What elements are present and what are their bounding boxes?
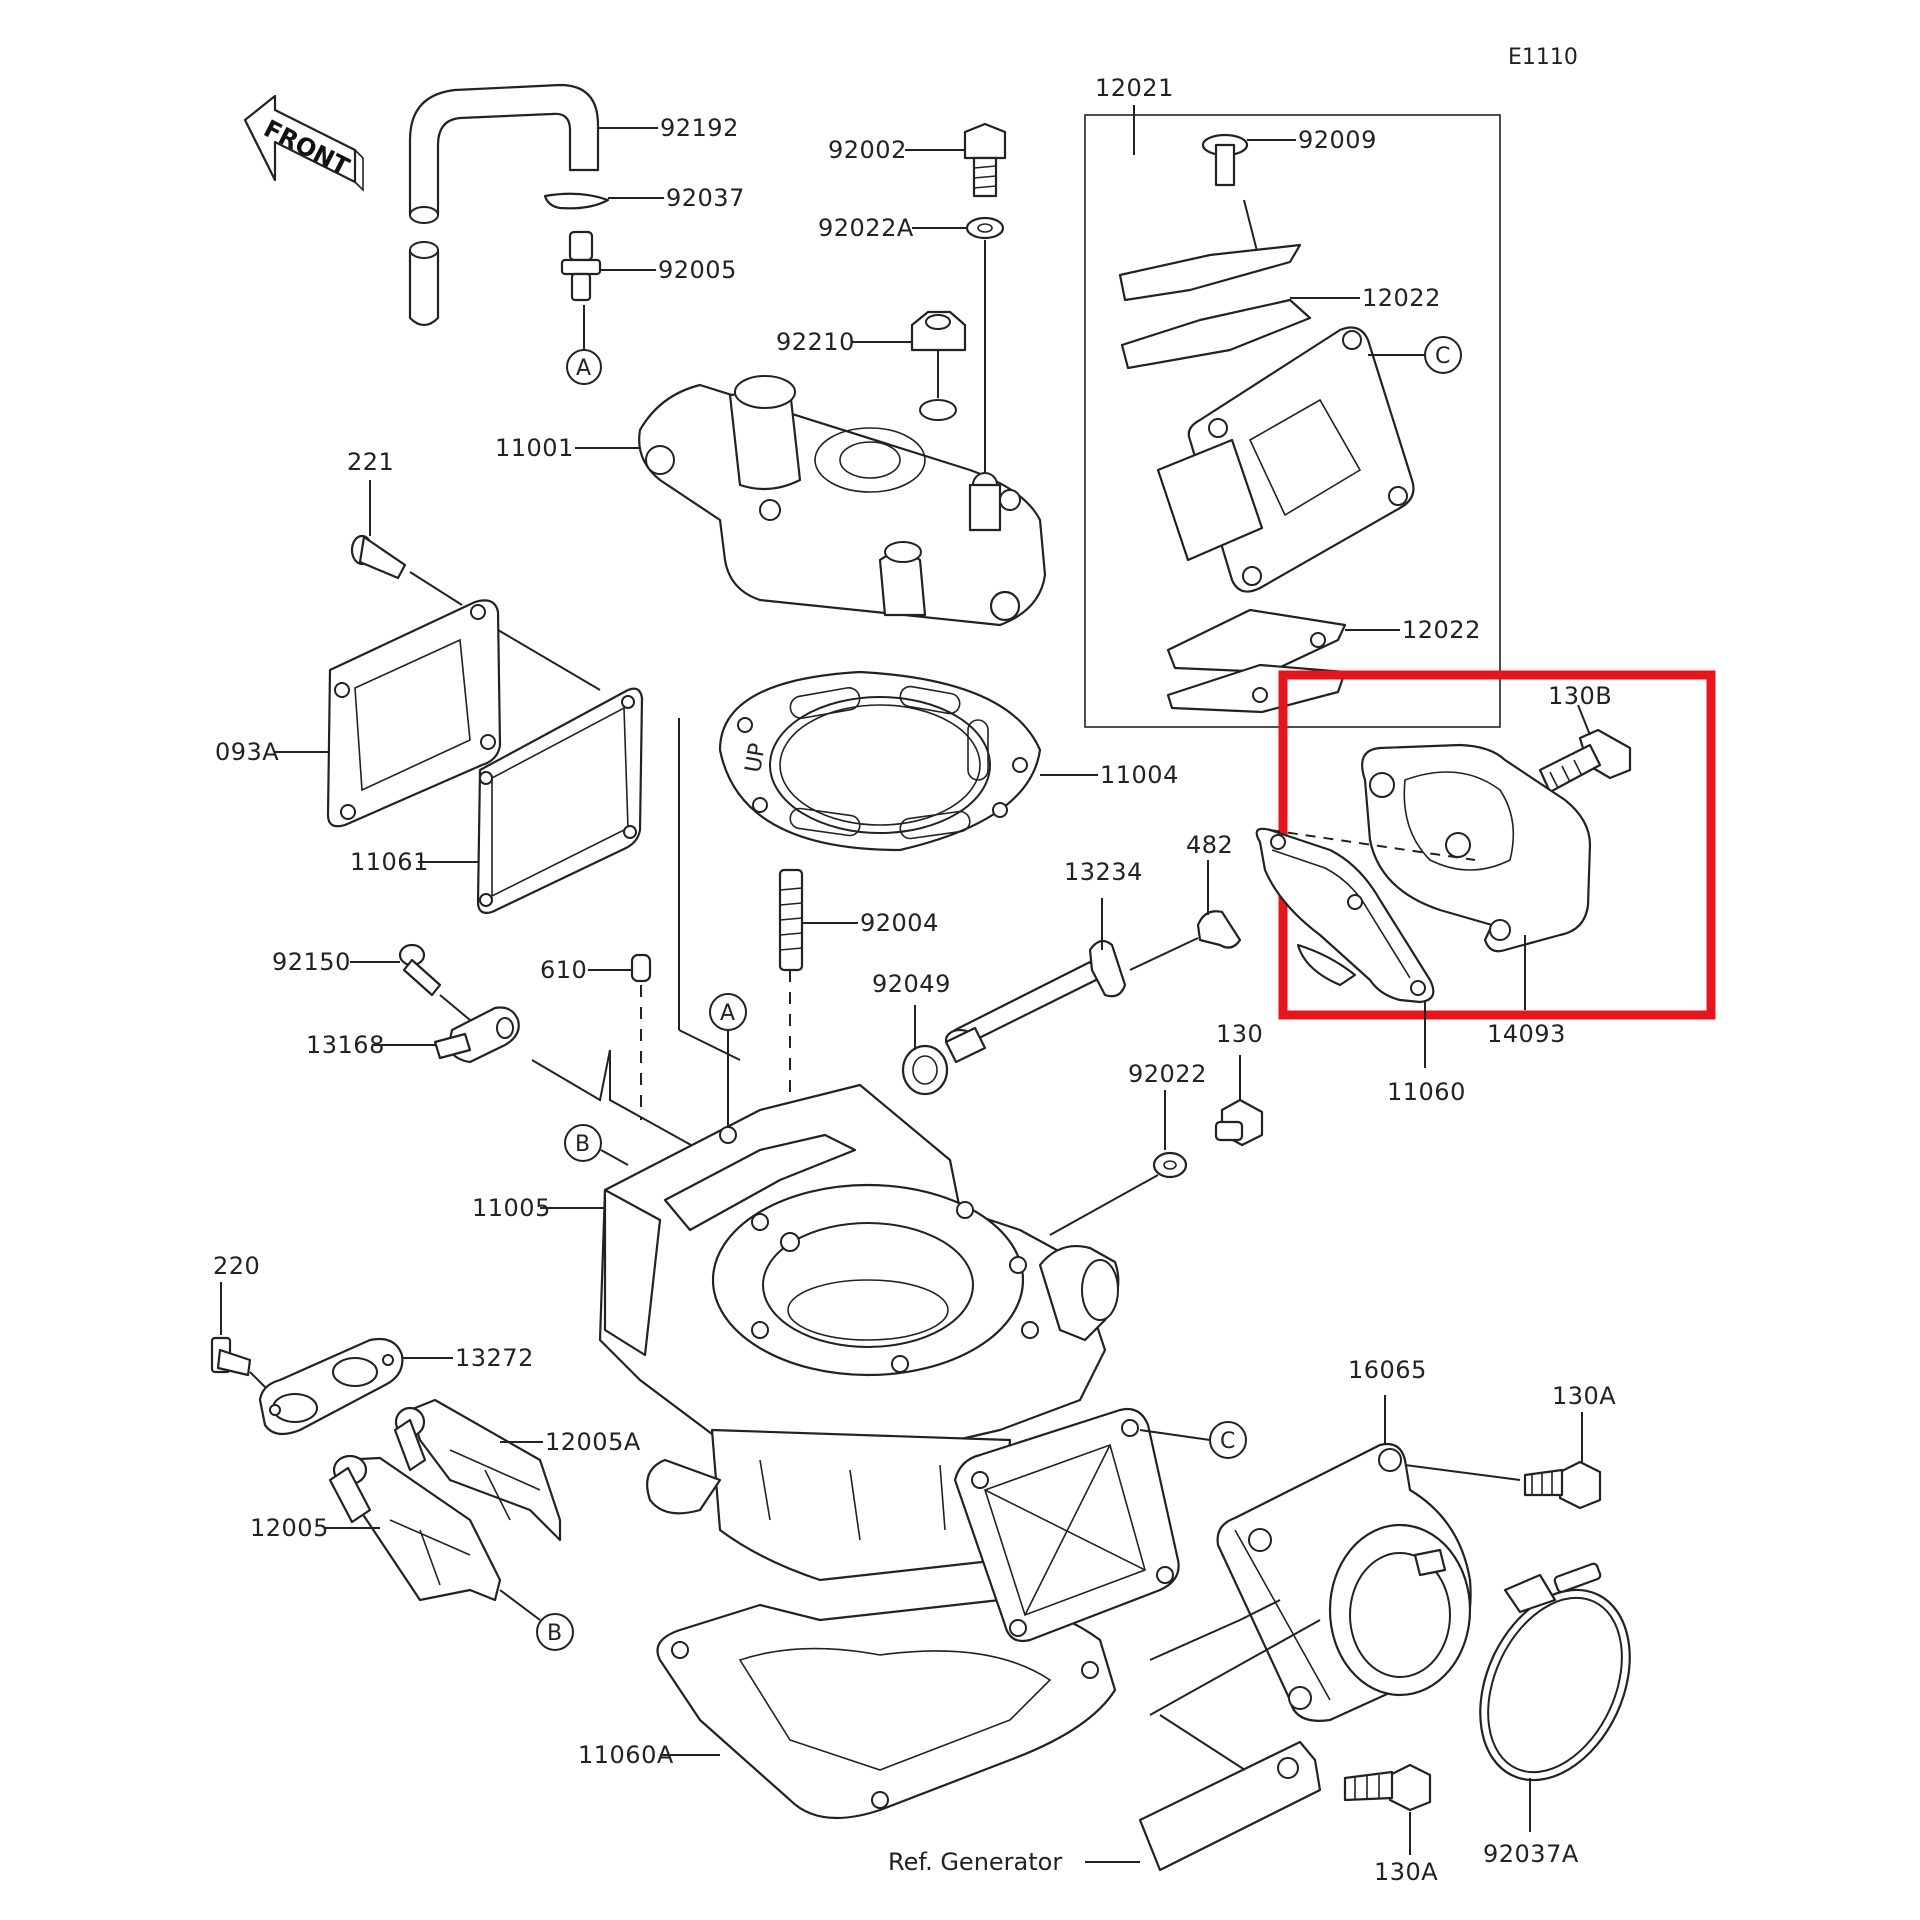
ref-circle-c-top: C	[1435, 344, 1450, 369]
hose-clamp-part	[1479, 1562, 1631, 1782]
hose-part	[408, 83, 600, 327]
part-label-11061: 11061	[350, 848, 429, 876]
part-label-11005: 11005	[472, 1194, 551, 1222]
bolt-part	[963, 122, 1007, 198]
part-label-12021: 12021	[1095, 74, 1174, 102]
exhaust-valve-part	[328, 1454, 502, 1602]
bolt-130b-part	[1538, 728, 1632, 794]
part-label-13272: 13272	[455, 1344, 534, 1372]
part-label-92022: 92022	[1128, 1060, 1207, 1088]
dowel-pin-part	[630, 953, 652, 983]
part-label-12022-top: 12022	[1362, 284, 1441, 312]
part-label-130A-bottom: 130A	[1374, 1858, 1438, 1886]
stud-part	[778, 868, 804, 972]
ref-circle-a-middle: A	[720, 1001, 735, 1026]
generator-bracket-part	[1138, 1740, 1322, 1872]
diagram-code: E1110	[1508, 45, 1578, 70]
screw-part	[1201, 133, 1249, 187]
part-label-220: 220	[213, 1252, 260, 1280]
part-label-12005A: 12005A	[545, 1428, 641, 1456]
reed-petal-part	[1120, 298, 1312, 370]
part-label-92004: 92004	[860, 909, 939, 937]
cover-gasket-part	[476, 687, 644, 914]
lever-part	[433, 1006, 520, 1064]
part-label-482: 482	[1186, 831, 1233, 859]
part-label-92150: 92150	[272, 948, 351, 976]
bolt-221-part	[350, 534, 407, 580]
washer-part	[965, 216, 1005, 240]
part-label-92005: 92005	[658, 256, 737, 284]
part-label-92037: 92037	[666, 184, 745, 212]
bolt-130a-top-part	[1523, 1460, 1602, 1510]
reed-kit-box	[1084, 114, 1501, 728]
part-label-130A-top: 130A	[1552, 1382, 1616, 1410]
part-label-610: 610	[540, 956, 587, 984]
valve-cover-part	[326, 599, 502, 828]
ref-circle-b-left: B	[575, 1132, 590, 1157]
ref-circle-c-bottom: C	[1220, 1429, 1235, 1454]
svg-text:UP: UP	[741, 741, 771, 774]
front-arrow-icon: FRONT	[243, 94, 364, 192]
reed-cage-part	[953, 1407, 1180, 1643]
part-label-11004: 11004	[1100, 761, 1179, 789]
bolt-130a-bottom-part	[1343, 1763, 1432, 1812]
part-label-92002: 92002	[828, 136, 907, 164]
bolt-220-part	[210, 1336, 252, 1377]
reed-block-part	[1156, 326, 1415, 593]
washer-92022-part	[1152, 1151, 1188, 1179]
reed-plate-part	[1166, 608, 1347, 674]
part-label-11060: 11060	[1387, 1078, 1466, 1106]
part-label-221: 221	[347, 448, 394, 476]
fitting-part	[560, 230, 602, 302]
oil-seal-part	[901, 1044, 949, 1096]
part-label-16065: 16065	[1348, 1356, 1427, 1384]
part-label-130: 130	[1216, 1020, 1263, 1048]
part-label-92049: 92049	[872, 970, 951, 998]
part-label-13168: 13168	[306, 1031, 385, 1059]
valve-cover-gasket-part	[1255, 827, 1435, 1004]
cylinder-head-part	[638, 375, 1047, 627]
ref-generator-label: Ref. Generator	[888, 1848, 1062, 1876]
reed-stopper-part	[1118, 243, 1302, 302]
part-label-92009: 92009	[1298, 126, 1377, 154]
valve-shaft-part	[944, 939, 1127, 1064]
part-label-11060A: 11060A	[578, 1741, 674, 1769]
intake-manifold-part	[1216, 1442, 1472, 1722]
part-label-92210: 92210	[776, 328, 855, 356]
bolt-130-part	[1214, 1098, 1264, 1147]
ref-circle-a-top: A	[576, 356, 591, 381]
clip-482-part	[1196, 910, 1242, 949]
part-label-12005: 12005	[250, 1514, 329, 1542]
part-label-13234: 13234	[1064, 858, 1143, 886]
part-label-12022-bottom: 12022	[1402, 616, 1481, 644]
cylinder-part	[598, 1083, 1120, 1582]
ref-circle-b-bottom: B	[547, 1621, 562, 1646]
part-label-92192: 92192	[660, 114, 739, 142]
part-label-093A: 093A	[215, 738, 279, 766]
base-gasket-part	[656, 1598, 1117, 1820]
head-gasket-part: UP	[718, 670, 1042, 852]
part-label-92022A: 92022A	[818, 214, 914, 242]
part-label-130B: 130B	[1548, 682, 1612, 710]
bolt-92150-part	[398, 943, 442, 997]
part-label-11001: 11001	[495, 434, 574, 462]
part-label-92037A: 92037A	[1483, 1840, 1579, 1868]
nut-part	[910, 310, 967, 352]
clip-part	[543, 192, 610, 210]
part-label-14093: 14093	[1487, 1020, 1566, 1048]
exhaust-valve-cover-part	[1361, 743, 1592, 953]
plate-part	[258, 1337, 404, 1436]
exhaust-valve-a-part	[393, 1398, 562, 1542]
